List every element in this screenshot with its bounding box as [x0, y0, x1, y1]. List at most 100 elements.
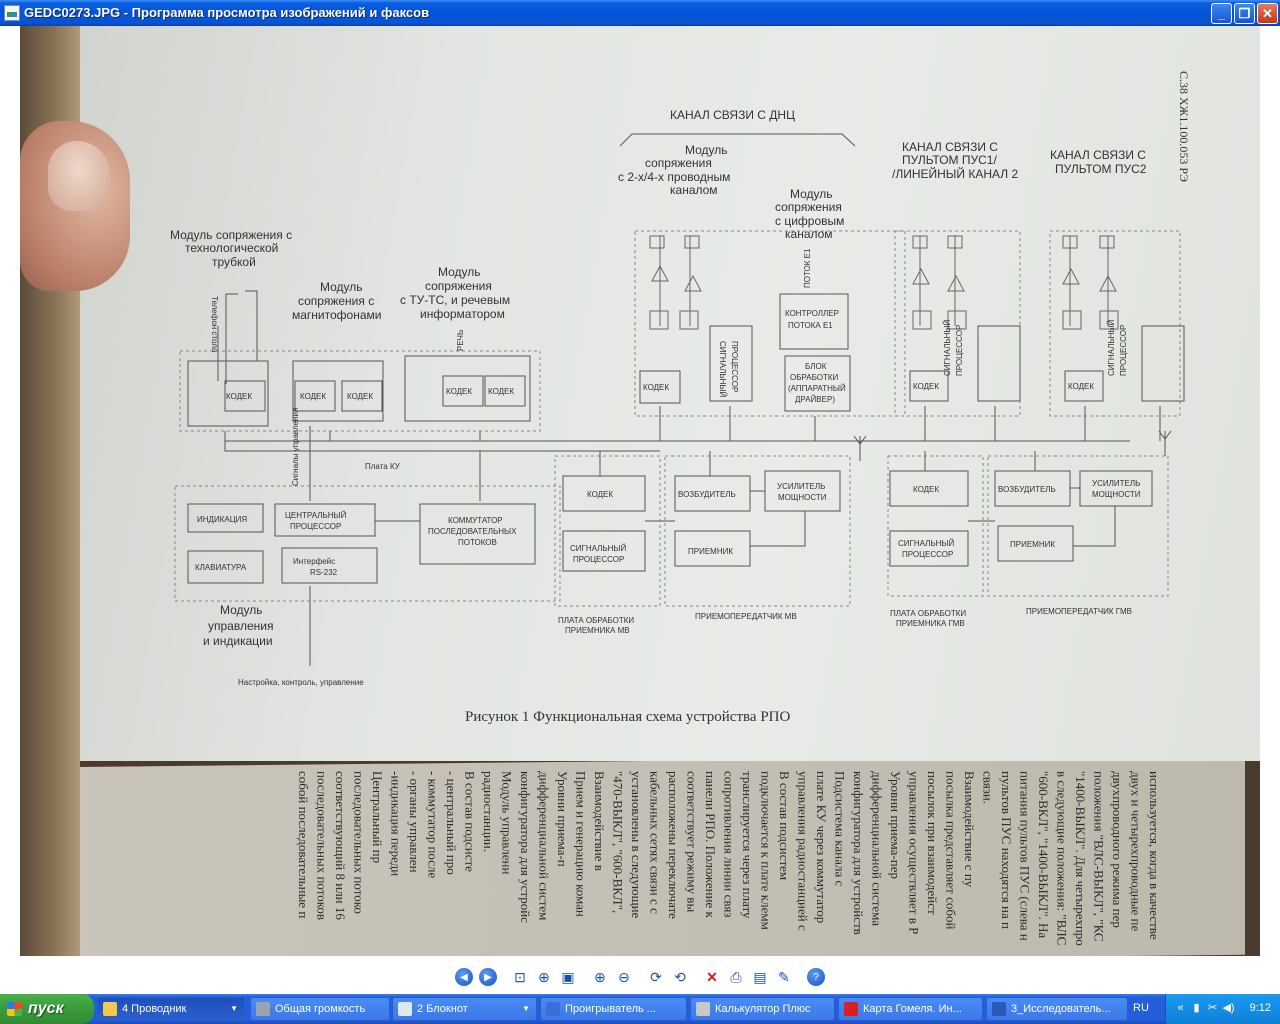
- plata-mv-label-1: ПЛАТА ОБРАБОТКИ: [558, 616, 634, 625]
- codec-label-gmv: КОДЕК: [913, 485, 939, 494]
- image-viewer-app-icon[interactable]: [4, 5, 20, 21]
- actual-size-icon[interactable]: ⊕: [538, 968, 550, 985]
- lower-page-line: управления радиостанцией с: [796, 771, 811, 931]
- lower-page-line: - коммутатор после: [426, 771, 441, 879]
- taskbar-task[interactable]: Проигрыватель ...: [540, 997, 687, 1021]
- windows-flag-icon: [7, 1002, 22, 1016]
- lower-page-line: положения "ВЛС-ВЫКЛ", "КС: [1092, 771, 1107, 942]
- tube-side-label: Телефон стола: [210, 296, 219, 353]
- keyboard-label: КЛАВИАТУРА: [195, 563, 247, 572]
- lower-page-line: соответствует режиму вы: [685, 771, 700, 912]
- amplifier-label-mv-1: УСИЛИТЕЛЬ: [777, 482, 825, 491]
- taskbar-task[interactable]: 3_Исследователь...: [986, 997, 1128, 1021]
- lower-page-line: Прием и генерацию коман: [574, 771, 589, 917]
- best-fit-icon[interactable]: ⊡: [514, 968, 526, 985]
- network-signal-icon[interactable]: ▮: [1193, 1002, 1200, 1014]
- next-image-icon[interactable]: ▶: [479, 968, 497, 986]
- lower-page-line: управления осуществляет в Р: [907, 771, 922, 934]
- tray-tool-icon[interactable]: ✂: [1207, 1002, 1218, 1014]
- block-label-2: ОБРАБОТКИ: [790, 373, 839, 382]
- zoom-out-icon[interactable]: ⊖: [618, 968, 630, 985]
- thumbnail-nail: [48, 141, 110, 211]
- lower-page-line: расположены переключате: [666, 771, 681, 919]
- lower-page-line: - центральный про: [444, 771, 459, 875]
- central-proc-label-1: ЦЕНТРАЛЬНЫЙ: [285, 511, 347, 520]
- indication-label: ИНДИКАЦИЯ: [197, 515, 247, 524]
- sigproc-pus2-2: ПРОЦЕССОР: [1119, 325, 1128, 376]
- lower-page-line: дифференциальной систем: [537, 771, 552, 920]
- help-icon[interactable]: ?: [807, 968, 825, 986]
- taskbar-task[interactable]: Калькулятор Плюс: [690, 997, 835, 1021]
- edit-icon[interactable]: ✎: [778, 968, 790, 985]
- clock[interactable]: 9:12: [1249, 1002, 1271, 1014]
- viewer-toolbar: ◀ ▶ ⊡ ⊕ ▣ ⊕ ⊖ ⟳ ⟲ ✕ ⎙ ▤ ✎?: [0, 962, 1280, 992]
- system-tray: « ▮ ✂ ◀) 9:12: [1165, 994, 1280, 1024]
- language-indicator[interactable]: RU: [1133, 1002, 1149, 1014]
- rotate-counterclockwise-icon[interactable]: ⟲: [674, 968, 686, 985]
- label-mod-tutc-2: сопряжения: [425, 279, 492, 293]
- lower-page-line: конфигуратора для устройств: [851, 771, 866, 935]
- lower-page-line: последовательных потоков: [315, 771, 330, 920]
- label-kanal-pus2-2: ПУЛЬТОМ ПУС2: [1055, 162, 1147, 176]
- task-icon: [546, 1002, 560, 1016]
- print-icon[interactable]: ⎙: [730, 968, 742, 985]
- minimize-button[interactable]: _: [1211, 3, 1232, 24]
- image-view-area[interactable]: С.38 ХЖ1.100.053 РЭ КАНАЛ СВЯЗИ С ДНЦ КА…: [0, 26, 1280, 962]
- previous-image-icon[interactable]: ◀: [455, 968, 473, 986]
- interface-label-1: Интерфейс: [293, 557, 335, 566]
- save-icon[interactable]: ▤: [753, 968, 767, 985]
- delete-icon[interactable]: ✕: [706, 968, 718, 985]
- lower-page-line: Уровни приема-пер: [888, 771, 903, 879]
- lower-page-line: Взаимодействие в: [592, 771, 607, 871]
- lower-page-line: - органы управлен: [407, 771, 422, 873]
- taskbar-task[interactable]: 4 Проводник▼: [97, 997, 245, 1021]
- label-mod-digital-3: с цифровым: [775, 214, 844, 228]
- window-title: GEDC0273.JPG - Программа просмотра изобр…: [24, 5, 430, 20]
- volume-icon[interactable]: ◀): [1222, 1002, 1235, 1014]
- codec-label-pus1: КОДЕК: [913, 382, 939, 391]
- taskbar-task[interactable]: 2 Блокнот▼: [392, 997, 537, 1021]
- commutator-label-2: ПОСЛЕДОВАТЕЛЬНЫХ: [428, 527, 517, 536]
- task-icon: [696, 1002, 710, 1016]
- task-label: 3_Исследователь...: [1011, 1003, 1111, 1015]
- prp-gmv-label: ПРИЕМОПЕРЕДАТЧИК ГМВ: [1026, 607, 1132, 616]
- label-kanal-dnc: КАНАЛ СВЯЗИ С ДНЦ: [670, 108, 795, 122]
- rotate-clockwise-icon[interactable]: ⟳: [650, 968, 662, 985]
- lower-page-line: -индикация переди: [389, 771, 404, 876]
- prp-mv-label: ПРИЕМОПЕРЕДАТЧИК МВ: [695, 612, 797, 621]
- lower-page-line: В состав подсистем: [777, 771, 792, 880]
- label-mod-2x4x-3: с 2-х/4-х проводным: [618, 170, 730, 184]
- maximize-button[interactable]: ❐: [1234, 3, 1255, 24]
- lower-page-line: Взаимодействие с пу: [962, 771, 977, 888]
- label-kanal-pus2-1: КАНАЛ СВЯЗИ С: [1050, 148, 1146, 162]
- zoom-in-icon[interactable]: ⊕: [594, 968, 606, 985]
- lower-page-line: посылок при взаимодейст: [925, 771, 940, 915]
- window-title-bar[interactable]: GEDC0273.JPG - Программа просмотра изобр…: [0, 0, 1280, 26]
- mod-upr-label-1: Модуль: [220, 603, 263, 617]
- central-proc-label-2: ПРОЦЕССОР: [290, 522, 341, 531]
- tray-expand-icon[interactable]: «: [1177, 1002, 1184, 1014]
- signals-control-label: Сигналы управления: [291, 408, 300, 486]
- lower-page-line: радиостанции.: [481, 771, 496, 852]
- lower-page-line: установлены в следующие: [629, 771, 644, 919]
- lower-page-line: Уровни приема-п: [555, 771, 570, 867]
- start-button[interactable]: пуск: [0, 994, 94, 1024]
- block-label-4: ДРАЙВЕР): [795, 395, 835, 404]
- minimize-icon: _: [1217, 6, 1226, 21]
- label-kanal-pus1-1: КАНАЛ СВЯЗИ С: [902, 140, 998, 154]
- speech-label: РЕЧЬ: [456, 330, 465, 351]
- book-upper-page: [55, 26, 1260, 761]
- label-mod-digital-2: сопряжения: [775, 200, 842, 214]
- taskbar-task[interactable]: Общая громкость: [250, 997, 390, 1021]
- close-button[interactable]: ✕: [1257, 3, 1278, 24]
- taskbar-task[interactable]: Карта Гомеля. Ин...: [838, 997, 983, 1021]
- mod-upr-label-2: управления: [208, 619, 273, 633]
- controller-label-2: ПОТОКА Е1: [788, 321, 833, 330]
- sigproc-dnc-2: ПРОЦЕССОР: [730, 341, 739, 392]
- sigproc-gmv-1: СИГНАЛЬНЫЙ: [898, 539, 955, 548]
- label-mod-tube-1: Модуль сопряжения с: [170, 228, 292, 242]
- label-mod-magn-1: Модуль: [320, 280, 363, 294]
- slideshow-icon[interactable]: ▣: [561, 968, 575, 985]
- task-label: Общая громкость: [275, 1003, 366, 1015]
- restore-icon: ❐: [1238, 6, 1251, 21]
